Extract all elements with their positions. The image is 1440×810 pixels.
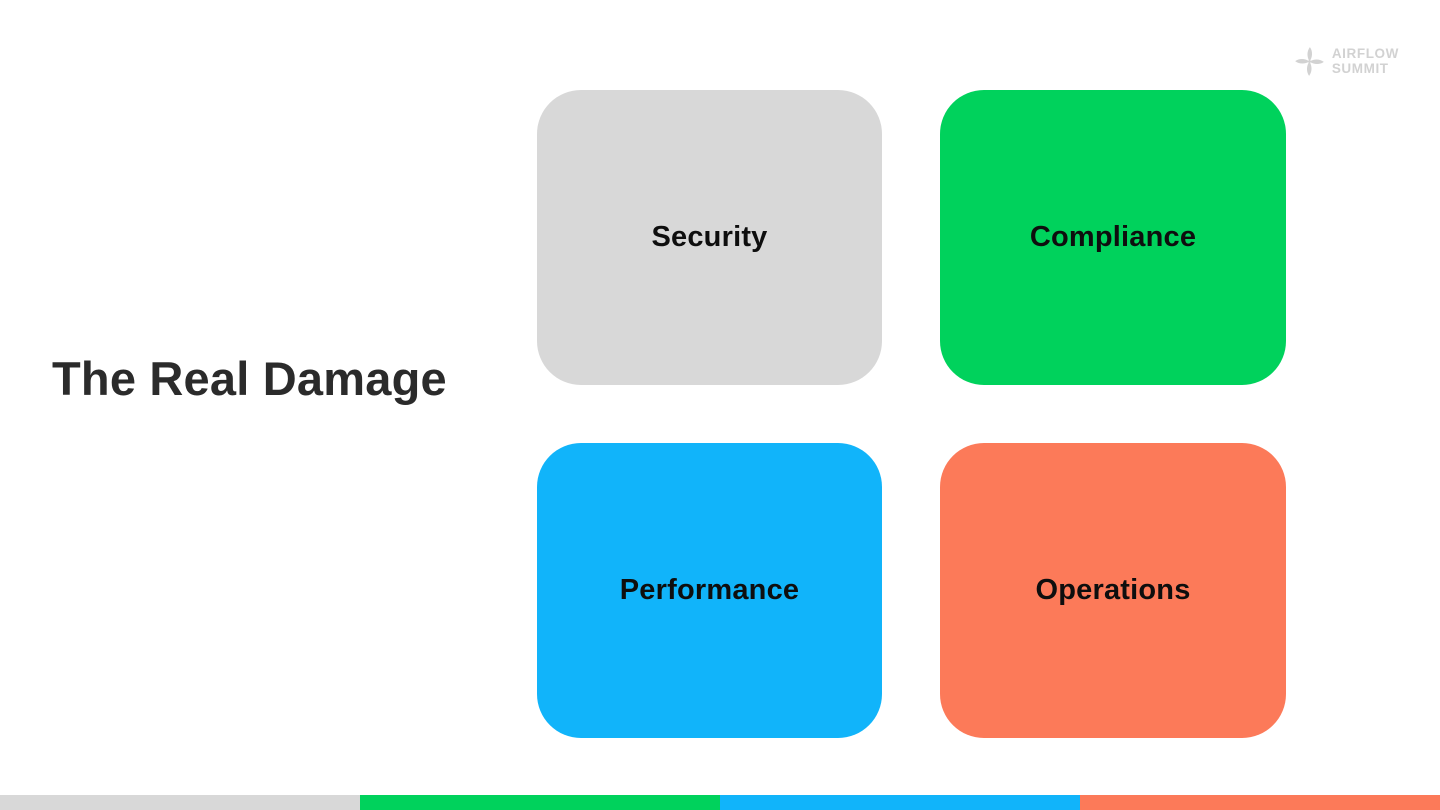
footer-color-bar (0, 795, 1440, 810)
card-security: Security (537, 90, 882, 385)
footer-segment-blue (720, 795, 1080, 810)
page-title: The Real Damage (52, 352, 447, 405)
card-operations-label: Operations (1035, 574, 1191, 606)
card-security-label: Security (651, 221, 768, 253)
pinwheel-icon (1294, 47, 1324, 76)
card-operations: Operations (940, 443, 1286, 738)
footer-segment-orange (1080, 795, 1440, 810)
card-performance: Performance (537, 443, 882, 738)
card-performance-label: Performance (619, 574, 800, 606)
footer-segment-green (360, 795, 720, 810)
card-compliance-label: Compliance (1029, 221, 1197, 253)
quadrant-grid: Security Compliance Performance Operatio… (537, 90, 1286, 738)
airflow-summit-logo: AIRFLOW SUMMIT (1294, 46, 1399, 77)
logo-line2: SUMMIT (1331, 60, 1389, 76)
card-compliance: Compliance (940, 90, 1286, 385)
logo-wordmark: AIRFLOW SUMMIT (1331, 46, 1399, 76)
footer-segment-gray (0, 795, 360, 810)
logo-line1: AIRFLOW (1331, 46, 1399, 61)
